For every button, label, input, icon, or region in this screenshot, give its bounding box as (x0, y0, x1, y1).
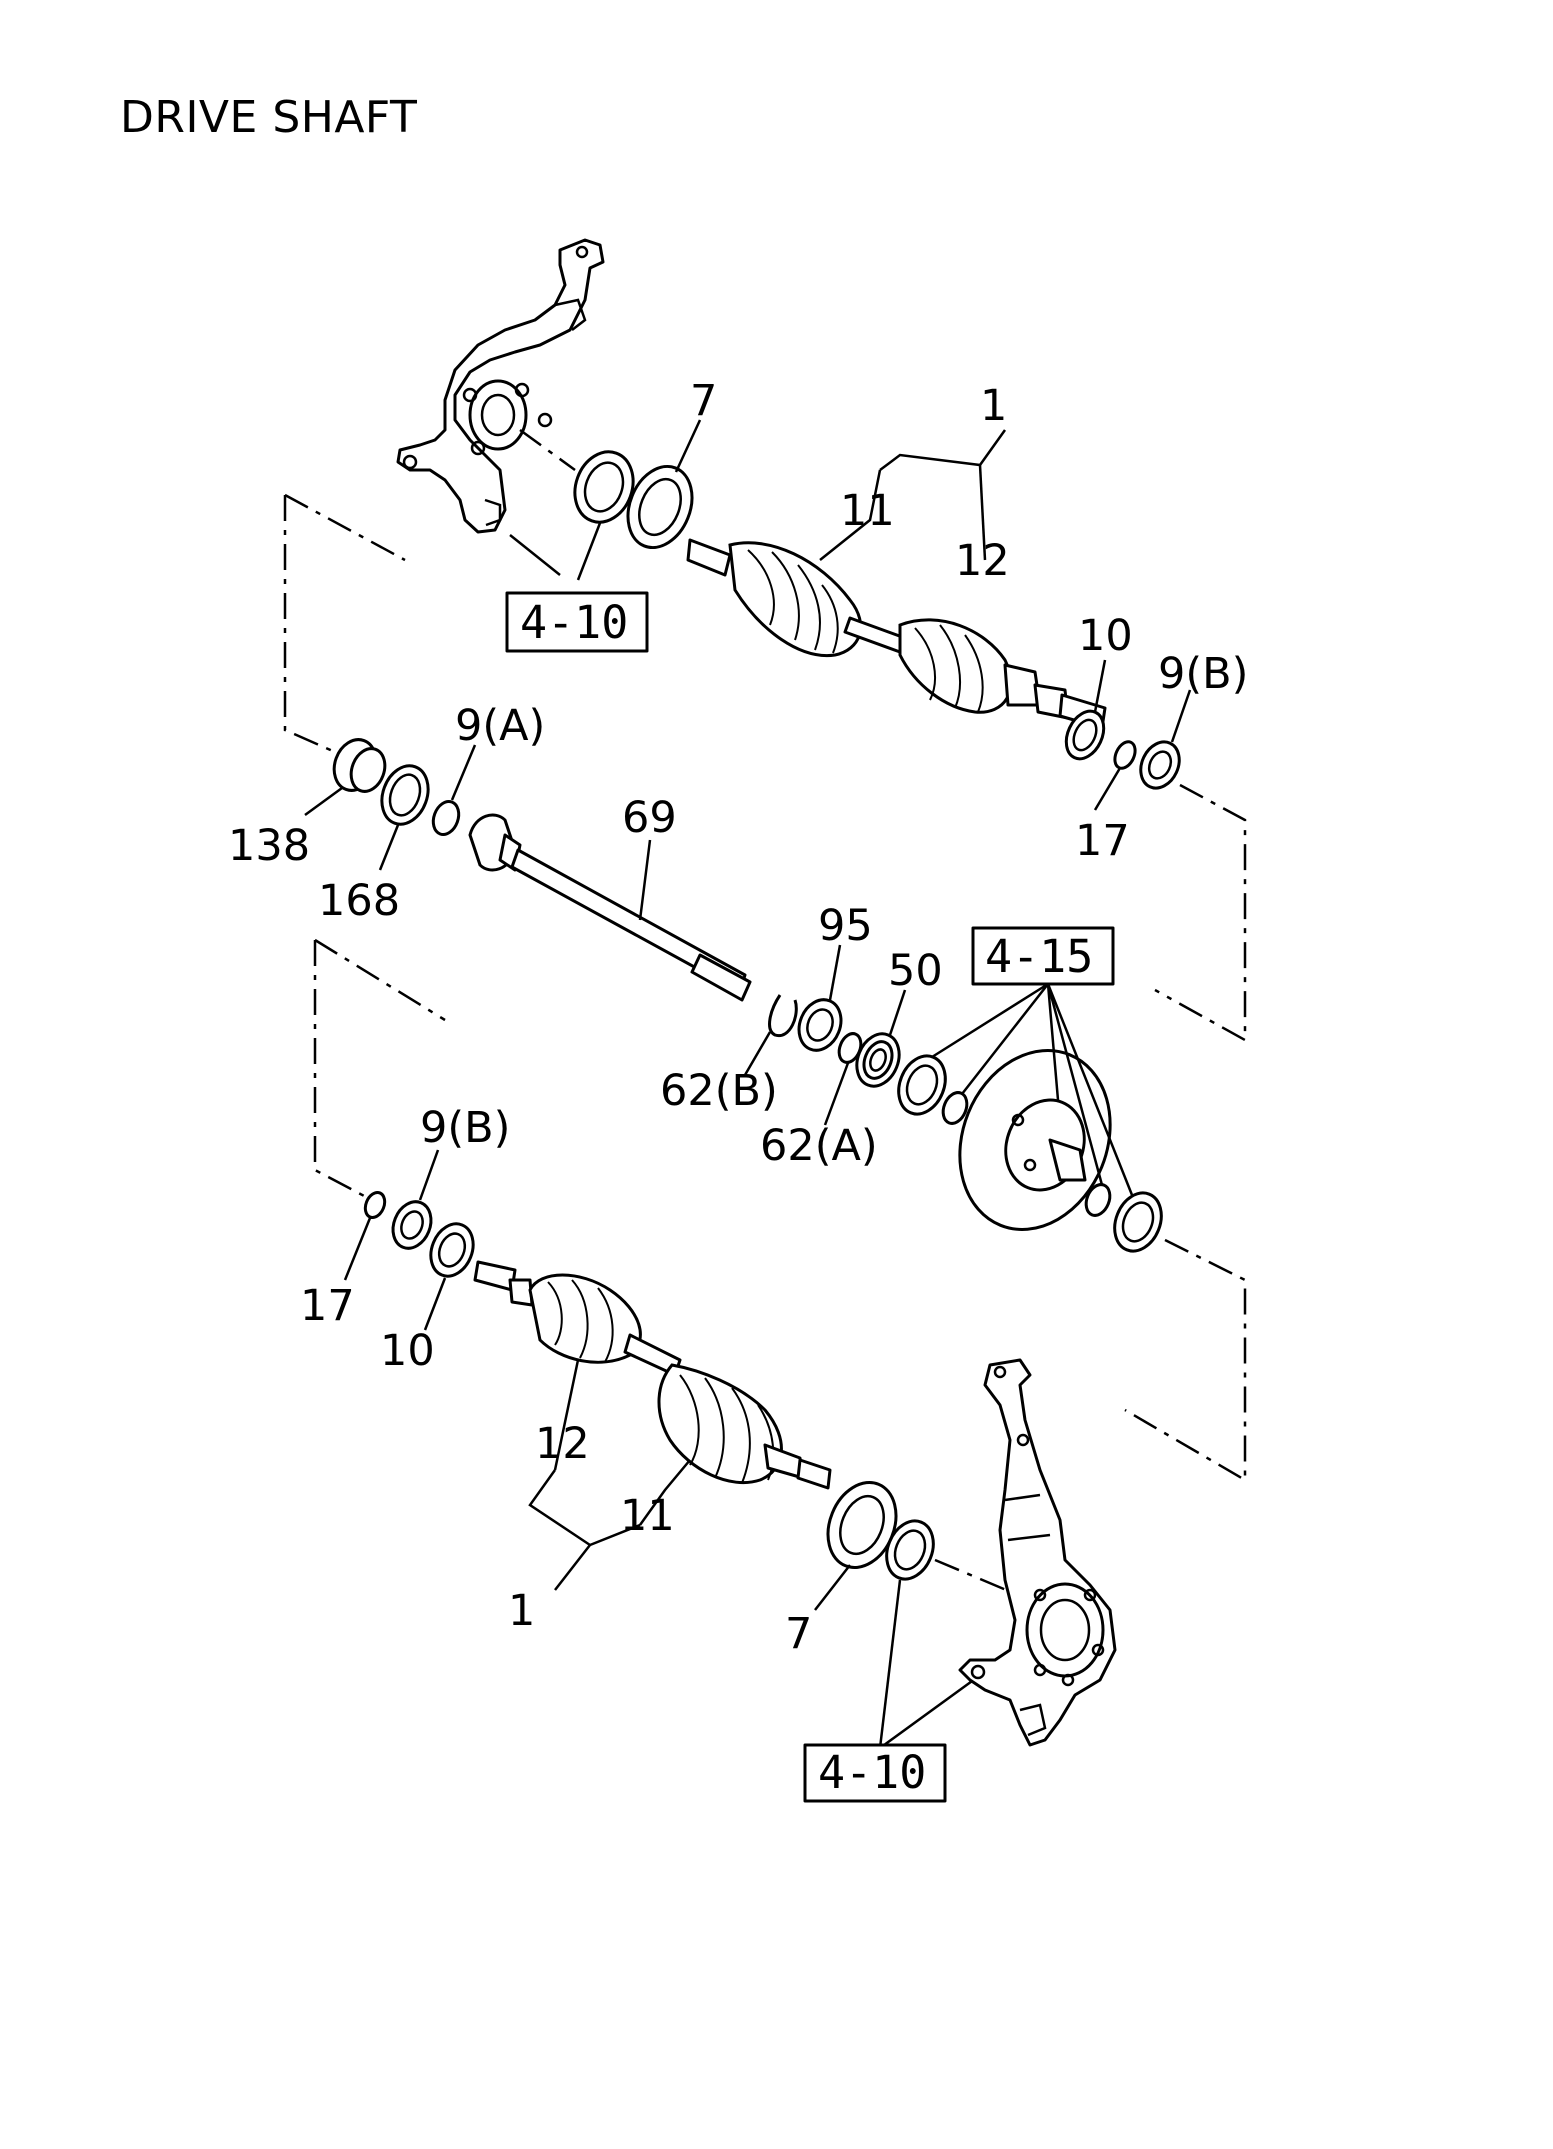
label-10-bottom: 10 (380, 1326, 435, 1376)
top-seal-10 (1064, 659, 1107, 761)
label-17-top: 17 (1075, 816, 1130, 866)
label-12-top: 12 (955, 536, 1010, 586)
page-title: DRIVE SHAFT (120, 92, 418, 143)
bottom-bracket-leader-1 (554, 1544, 591, 1591)
mid-ref-4-15-label: 4-15 (985, 930, 1093, 983)
part-9a-ring (431, 744, 477, 836)
label-9a: 9(A) (455, 701, 545, 751)
top-washer-7 (626, 419, 702, 550)
label-9b-top: 9(B) (1158, 649, 1248, 699)
label-1-top: 1 (980, 381, 1007, 431)
top-ref-box-4-10 (505, 591, 649, 653)
upper-left-dashed-frame-top (284, 493, 406, 562)
top-clip-17 (1093, 740, 1137, 811)
top-ref-4-10-label: 4-10 (520, 596, 628, 649)
label-7-bottom: 7 (785, 1609, 812, 1659)
label-50: 50 (888, 946, 943, 996)
part-95-seal (797, 944, 843, 1052)
part-168-seal (378, 764, 430, 871)
part-50-bearing (855, 989, 907, 1088)
bottom-washer-7 (814, 1480, 898, 1611)
label-7-top: 7 (690, 376, 717, 426)
bottom-bearing-9b (391, 1149, 440, 1250)
top-bracket-leader-11 (819, 469, 882, 561)
bottom-clip-17 (343, 1190, 387, 1281)
hub-bearing-assembly (897, 982, 1163, 1253)
bottom-drive-shaft-assembly (473, 1260, 832, 1490)
top-bearing-9b (1139, 689, 1192, 790)
label-9b-bottom: 9(B) (420, 1103, 510, 1153)
label-17-bottom: 17 (300, 1281, 355, 1331)
lower-right-dashed-frame (1124, 1238, 1247, 1483)
upper-right-dashed-frame (1154, 783, 1247, 1043)
label-69: 69 (622, 793, 677, 843)
label-11-top: 11 (840, 486, 895, 536)
mid-ref-box-4-15 (971, 926, 1115, 986)
top-drive-shaft-assembly (686, 538, 1107, 730)
label-168: 168 (318, 876, 400, 926)
bottom-ref-4-10-label: 4-10 (818, 1746, 926, 1799)
label-62a: 62(A) (760, 1121, 878, 1171)
label-62b: 62(B) (660, 1066, 778, 1116)
bottom-bracket-leader-12 (553, 1359, 580, 1471)
lower-left-dashed-frame-side (313, 940, 369, 1200)
bottom-steering-knuckle (958, 1358, 1117, 1747)
label-138: 138 (228, 821, 310, 871)
label-10-top: 10 (1078, 611, 1133, 661)
label-11-bottom: 11 (620, 1491, 675, 1541)
bottom-ref-box-4-10 (803, 1743, 947, 1803)
bottom-seal-10 (423, 1222, 475, 1331)
label-95: 95 (818, 901, 873, 951)
bottom-assembly-bracket (528, 1469, 641, 1547)
upper-left-dashed-frame-side (283, 495, 336, 754)
bottom-bracket-leader-11 (638, 1459, 691, 1526)
lower-left-dashed-frame-top (314, 938, 446, 1022)
part-62b-snap-ring (743, 994, 798, 1076)
top-steering-knuckle (396, 238, 605, 576)
label-1-bottom: 1 (508, 1586, 535, 1636)
top-bracket-leader-12 (978, 464, 987, 561)
top-assembly-bracket (879, 429, 1007, 471)
part-62a-ring (823, 1032, 863, 1126)
part-138-bearing (304, 738, 387, 817)
part-69-intermediate-shaft (468, 813, 752, 1002)
label-12-bottom: 12 (535, 1419, 590, 1469)
